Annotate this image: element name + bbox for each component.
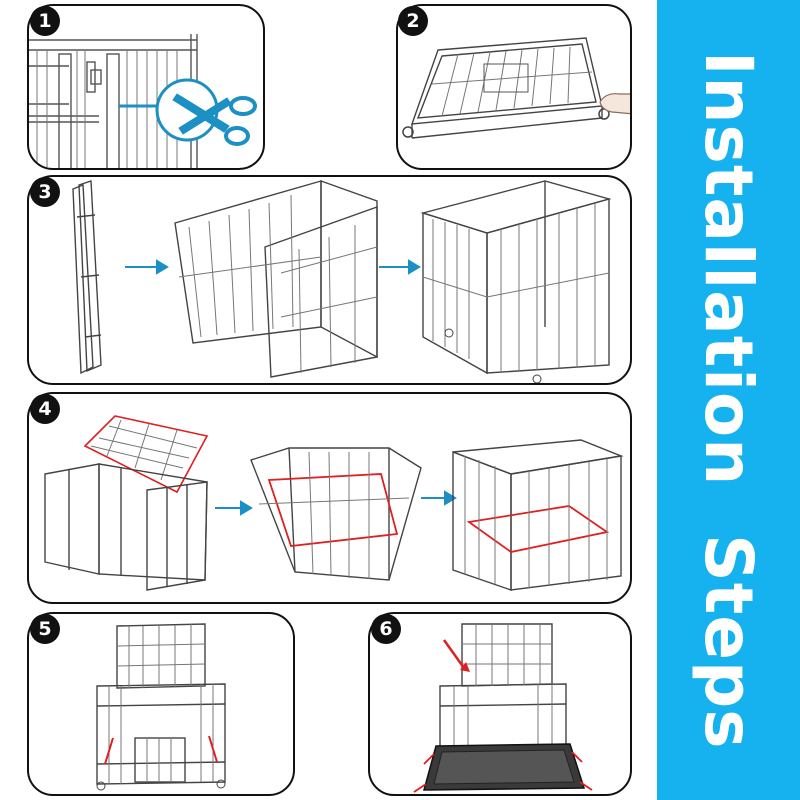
sidebar-banner: Installation Steps <box>657 0 800 800</box>
arrow-right-icon <box>125 261 167 273</box>
step-5-panel <box>27 612 295 796</box>
installation-steps-title: Installation Steps <box>657 0 800 800</box>
step-1-illustration <box>29 6 265 170</box>
step-3-illustration <box>29 177 632 385</box>
step-4-panel <box>27 392 632 604</box>
step-1-panel <box>27 4 265 170</box>
arrow-right-icon <box>215 502 251 514</box>
step-4-illustration <box>29 394 632 604</box>
step-4-badge: 4 <box>30 394 60 424</box>
step-5-badge: 5 <box>30 614 60 644</box>
step-6-panel <box>368 612 632 796</box>
step-2-panel <box>396 4 632 170</box>
step-6-illustration <box>370 614 632 796</box>
curved-arrow-icon <box>444 640 470 672</box>
step-3-badge: 3 <box>30 177 60 207</box>
hand-icon <box>600 94 632 114</box>
tray-icon <box>424 744 584 790</box>
step-5-illustration <box>29 614 295 796</box>
step-2-badge: 2 <box>398 6 428 36</box>
step-2-illustration <box>398 6 632 170</box>
step-6-badge: 6 <box>371 614 401 644</box>
step-3-panel <box>27 175 632 385</box>
arrow-right-icon <box>379 261 419 273</box>
step-1-badge: 1 <box>30 6 60 36</box>
arrow-right-icon <box>421 492 455 504</box>
